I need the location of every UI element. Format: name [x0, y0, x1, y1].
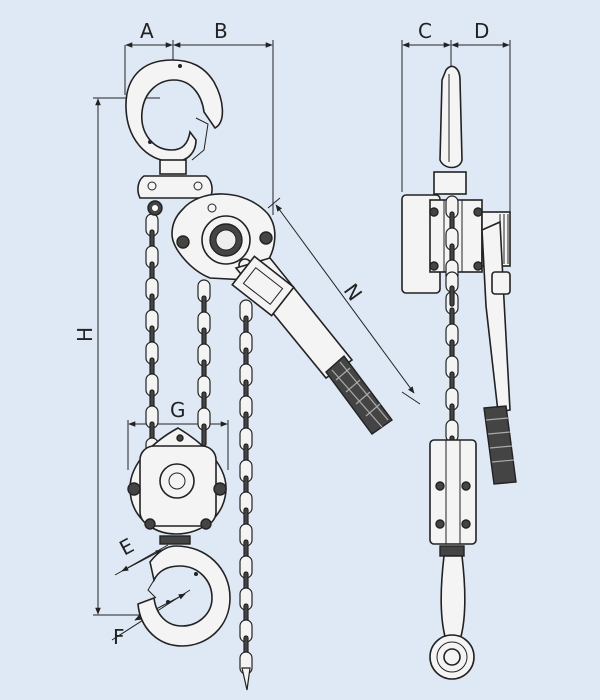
slack-chain: [239, 299, 253, 691]
label-e: E: [115, 533, 137, 560]
load-chain-middle: [197, 279, 211, 447]
label-n: N: [339, 279, 367, 305]
top-bracket: [137, 175, 213, 216]
chain-link: [201, 423, 207, 447]
load-chain-left: [145, 213, 159, 461]
dimension-lines: [93, 40, 511, 641]
lower-block: [127, 427, 227, 545]
label-c: C: [418, 19, 432, 43]
label-g: G: [170, 398, 186, 422]
top-hook: [125, 59, 224, 175]
label-b: B: [214, 19, 228, 43]
side-view: [401, 65, 517, 680]
label-h: H: [73, 327, 97, 342]
lever-body: [171, 193, 354, 380]
slack-chain-end: [241, 667, 251, 691]
label-f: F: [113, 625, 125, 649]
lever-handle-grip: [325, 354, 393, 435]
bottom-hook: [137, 545, 231, 647]
label-a: A: [140, 19, 154, 43]
label-d: D: [474, 19, 489, 43]
chain-link: [449, 285, 455, 307]
